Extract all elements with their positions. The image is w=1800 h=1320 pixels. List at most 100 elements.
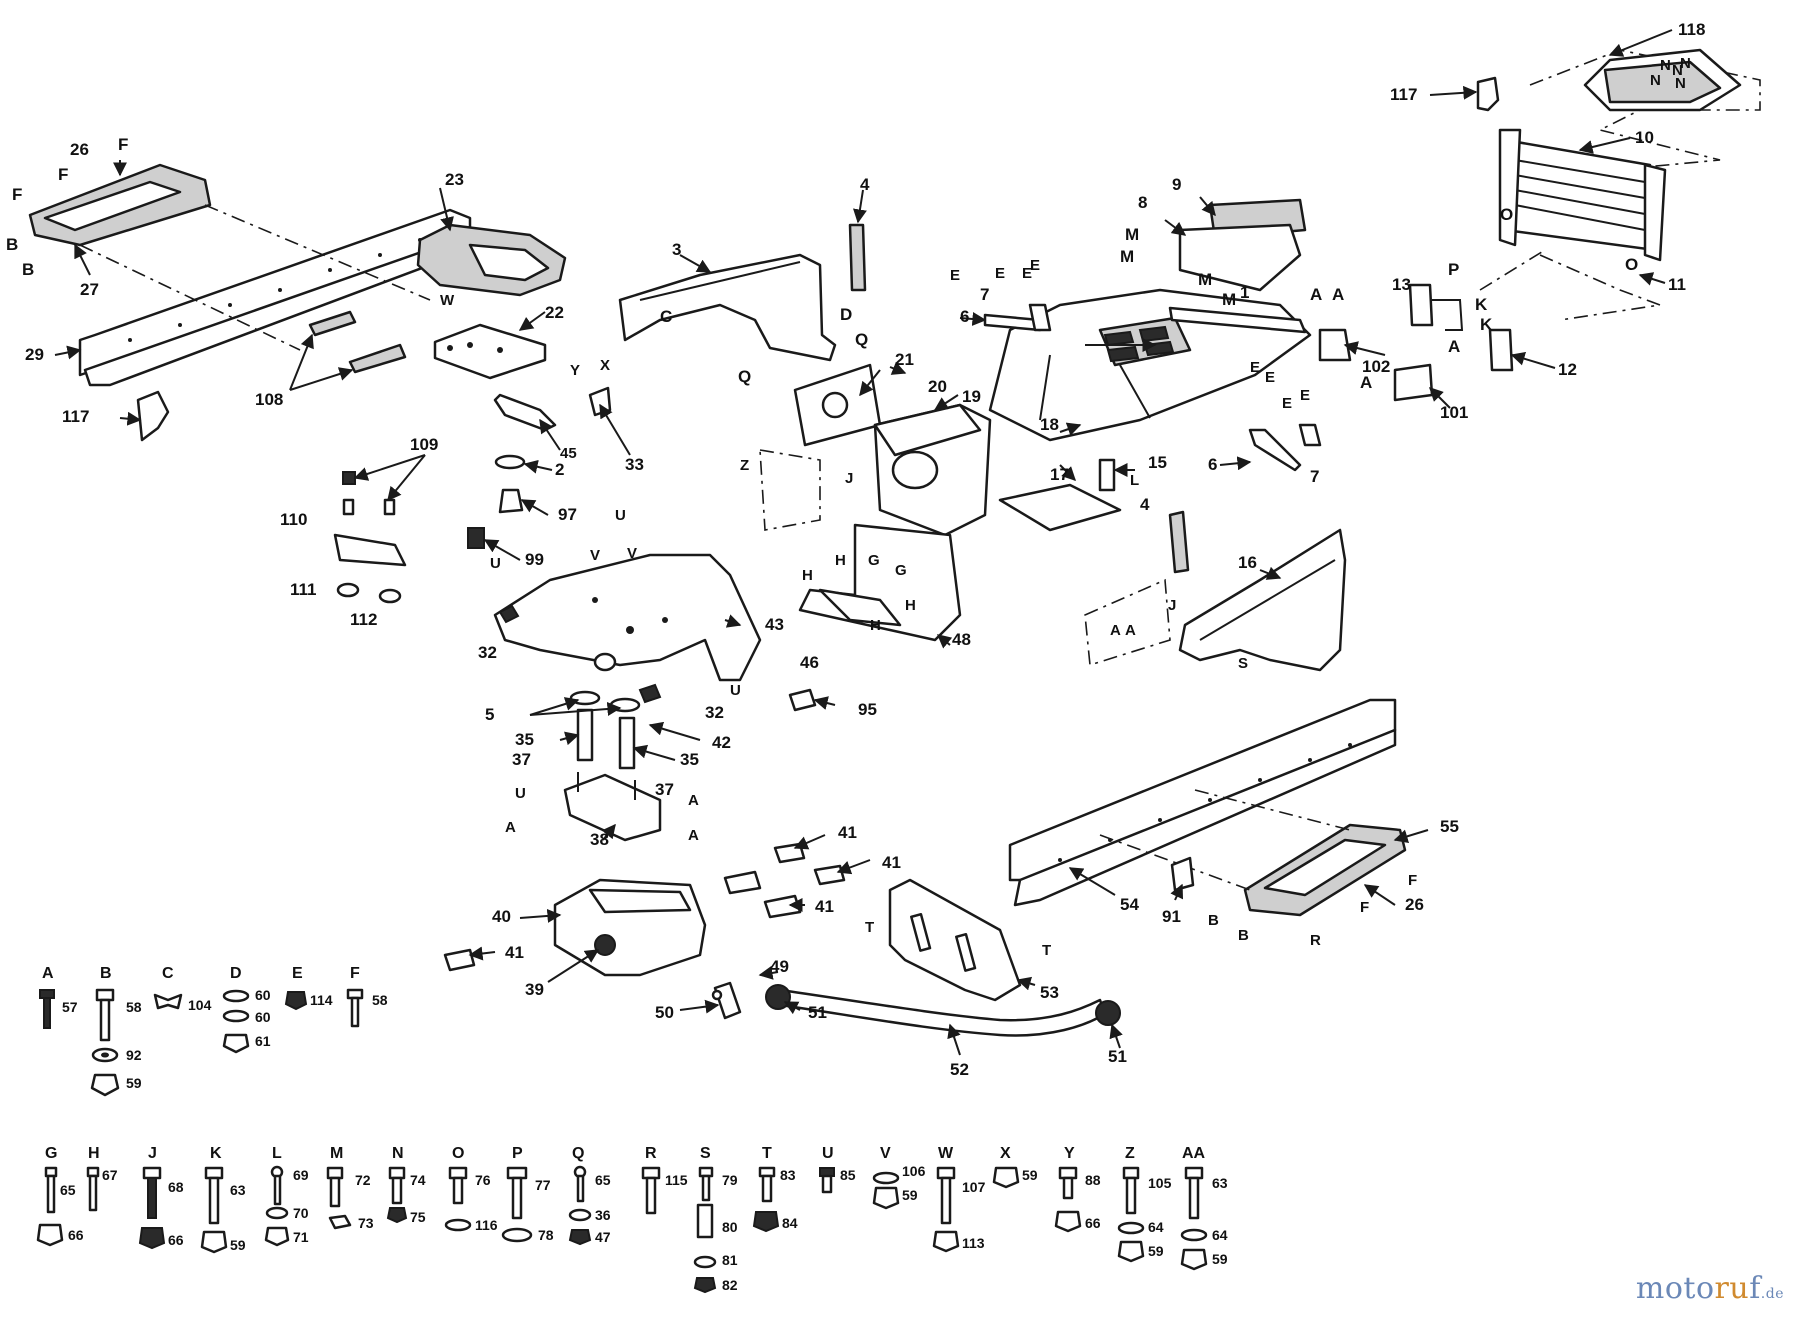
label-H: H — [802, 567, 813, 584]
watermark-part: ru — [1714, 1271, 1750, 1306]
hw-num: 104 — [188, 997, 212, 1013]
hw-num: 67 — [102, 1167, 118, 1183]
washer-icon — [222, 1009, 250, 1023]
label-110: 110 — [280, 510, 307, 529]
hw-code-F: F — [350, 965, 360, 982]
footrest-26-27 — [28, 163, 431, 351]
bolt-icon — [573, 1165, 587, 1203]
label-53: 53 — [1040, 983, 1059, 1002]
label-Z: Z — [740, 457, 749, 474]
hw-num: 78 — [538, 1227, 554, 1243]
label-M: M — [1198, 270, 1212, 289]
hw-code-T: T — [762, 1145, 772, 1162]
nut-icon — [1117, 1240, 1145, 1263]
label-A: A — [1360, 373, 1372, 392]
label-19: 19 — [962, 387, 981, 406]
label-A: A — [1332, 285, 1344, 304]
bracket-117-right — [1476, 76, 1500, 112]
label-U: U — [490, 555, 501, 572]
nut-icon — [1054, 1210, 1082, 1233]
label-G: G — [868, 552, 880, 569]
nut-icon — [932, 1230, 960, 1253]
hw-num: 83 — [780, 1167, 796, 1183]
hw-num: 84 — [782, 1215, 798, 1231]
hw-num: 76 — [475, 1172, 491, 1188]
plate-53 — [888, 878, 1022, 1002]
label-X: X — [600, 357, 610, 374]
label-H: H — [835, 552, 846, 569]
label-26: 26 — [1405, 895, 1424, 914]
label-22: 22 — [545, 303, 564, 322]
nut-icon — [222, 1033, 250, 1054]
hw-num: 82 — [722, 1277, 738, 1293]
label-N: N — [1680, 55, 1691, 72]
label-20: 20 — [928, 377, 947, 396]
label-40: 40 — [492, 907, 511, 926]
hw-code-X: X — [1000, 1145, 1011, 1162]
label-108: 108 — [255, 390, 283, 409]
strips-108 — [308, 310, 407, 374]
label-U: U — [615, 507, 626, 524]
bolt-icon — [448, 1166, 468, 1205]
nut-icon — [568, 1229, 592, 1246]
hw-code-V: V — [880, 1145, 891, 1162]
hw-num: 105 — [1148, 1175, 1172, 1191]
hw-num: 59 — [1148, 1243, 1164, 1259]
label-49: 49 — [770, 957, 789, 976]
label-16: 16 — [1238, 553, 1257, 572]
bracket-46-48 — [788, 523, 962, 712]
label-17: 17 — [1050, 465, 1069, 484]
hw-num: 59 — [1212, 1251, 1228, 1267]
nut-icon — [264, 1226, 290, 1247]
hw-code-H: H — [88, 1145, 100, 1162]
label-R: R — [1310, 932, 1321, 949]
hw-num: 77 — [535, 1177, 551, 1193]
label-117: 117 — [1390, 85, 1417, 104]
label-Q: Q — [738, 367, 751, 386]
label-99: 99 — [525, 550, 544, 569]
bolt-icon — [39, 989, 55, 1029]
hw-num: 106 — [902, 1163, 926, 1179]
label-C: C — [660, 307, 672, 326]
label-6: 6 — [1208, 455, 1217, 474]
label-35: 35 — [680, 750, 699, 769]
bolt-icon — [936, 1166, 956, 1225]
hw-num: 70 — [293, 1205, 309, 1221]
label-B: B — [22, 260, 34, 279]
hw-code-J: J — [148, 1145, 157, 1162]
hw-num: 73 — [358, 1215, 374, 1231]
label-E: E — [950, 267, 960, 284]
label-E: E — [995, 265, 1005, 282]
hw-code-Y: Y — [1064, 1145, 1075, 1162]
washer-icon — [501, 1227, 533, 1243]
label-55: 55 — [1440, 817, 1459, 836]
bolt-97-washer-2 — [467, 454, 526, 549]
label-H: H — [905, 597, 916, 614]
fender-16 — [1084, 528, 1347, 672]
label-38: 38 — [590, 830, 609, 849]
side-rail-29 — [78, 208, 472, 387]
bolt-icon — [1184, 1166, 1204, 1220]
label-T: T — [865, 919, 874, 936]
label-11: 11 — [1668, 275, 1686, 294]
label-2: 2 — [555, 460, 564, 479]
label-91: 91 — [1162, 907, 1181, 926]
hw-code-N: N — [392, 1145, 404, 1162]
label-N: N — [1660, 57, 1671, 74]
hw-num: 113 — [962, 1235, 985, 1251]
label-118: 118 — [1678, 20, 1705, 39]
label-5: 5 — [485, 705, 494, 724]
label-V: V — [590, 547, 600, 564]
hw-code-U: U — [822, 1145, 834, 1162]
hw-code-M: M — [330, 1145, 343, 1162]
spacer-icon — [696, 1203, 714, 1239]
label-117: 117 — [62, 407, 89, 426]
springs-5-35 — [569, 690, 641, 770]
washer-icon — [1117, 1221, 1145, 1235]
label-45: 45 — [560, 445, 577, 462]
hw-num: 116 — [475, 1217, 498, 1233]
hw-code-S: S — [700, 1145, 711, 1162]
label-U: U — [515, 785, 526, 802]
label-N: N — [1675, 75, 1686, 92]
hw-num: 80 — [722, 1219, 738, 1235]
